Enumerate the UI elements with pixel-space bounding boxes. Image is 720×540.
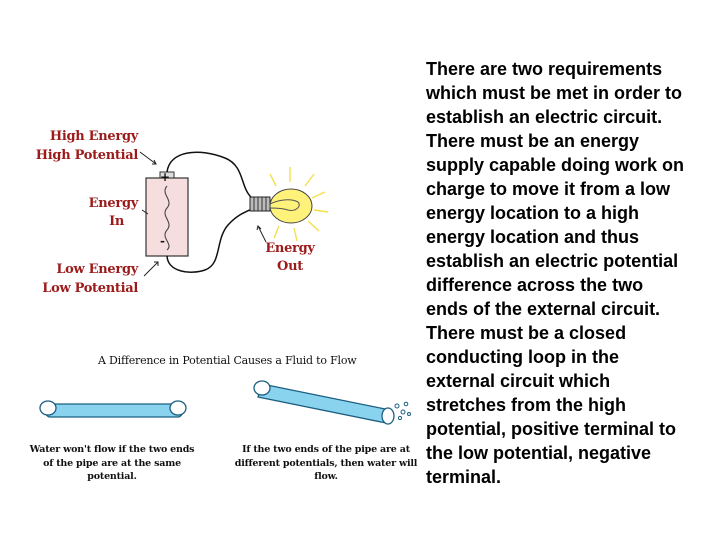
level-pipe-caption: Water won't flow if the two ends — [29, 444, 195, 455]
bulb-socket — [249, 196, 271, 212]
sloped-pipe-caption-line2: different potentials, then water will fl… — [234, 458, 418, 482]
energy-squiggle — [164, 185, 170, 251]
bulb-filament — [269, 199, 300, 211]
wire-top — [166, 151, 253, 199]
label-arrows — [139, 151, 267, 277]
energy-out-label-line2: Out — [277, 259, 303, 274]
sloped-pipe-caption: If the two ends of the pipe are at — [242, 444, 410, 455]
pipe-title: A Difference in Potential Causes a Fluid… — [98, 354, 357, 367]
low-energy-label: Low Energy — [56, 262, 138, 277]
light-bulb — [269, 188, 313, 224]
wire-bottom — [166, 207, 255, 273]
high-energy-label: High Energy — [49, 129, 138, 144]
energy-in-label: Energy — [88, 196, 139, 211]
energy-in-label-line2: In — [109, 214, 124, 229]
level-pipe-caption-line2: of the pipe are at the same potential. — [43, 458, 181, 482]
energy-out-label: Energy — [265, 241, 315, 256]
low-potential-label: Low Potential — [42, 281, 138, 296]
explanation-paragraph: There are two requirements which must be… — [426, 59, 685, 487]
sloped-pipe — [253, 380, 411, 425]
high-potential-label: High Potential — [35, 148, 139, 163]
light-rays — [269, 167, 329, 242]
positive-terminal-sign: + — [160, 170, 170, 184]
negative-terminal-sign: - — [160, 234, 165, 248]
level-pipe — [39, 400, 187, 418]
battery — [145, 177, 189, 257]
